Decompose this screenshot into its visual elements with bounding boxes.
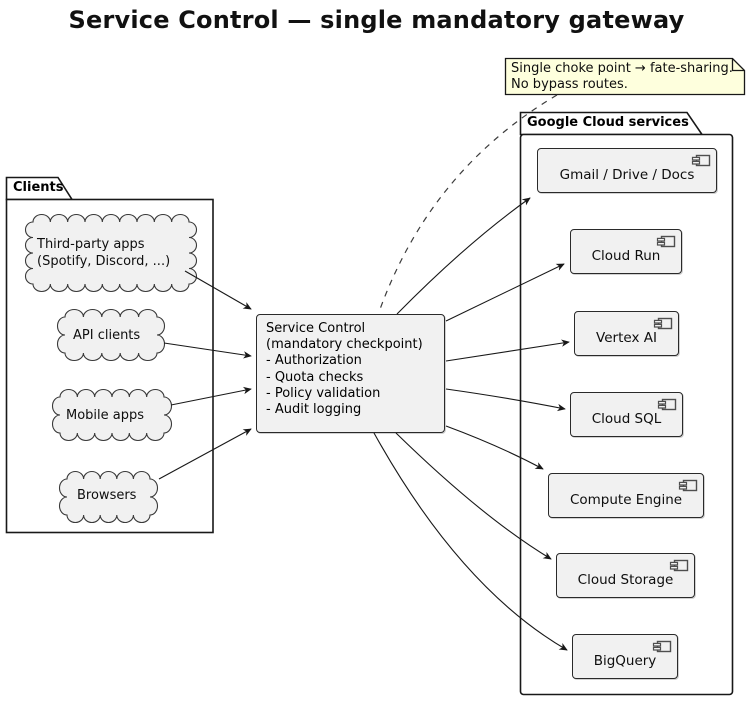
edge-gateway-to-vertex-ai	[445, 339, 570, 362]
gateway-node-service-control: Service Control (mandatory checkpoint) -…	[256, 314, 445, 433]
gateway-title-line: Service Control	[266, 321, 366, 336]
edge-gateway-to-bigquery	[373, 432, 568, 651]
service-node-vertex-ai: Vertex AI	[574, 311, 679, 356]
gateway-bullet-policy-validation: - Policy validation	[266, 385, 381, 401]
service-node-gmail-drive-docs: Gmail / Drive / Docs	[537, 148, 717, 193]
component-icon	[656, 235, 676, 248]
note-line-2: No bypass routes.	[511, 77, 628, 92]
gateway-bullet-quota-checks: - Quota checks	[266, 369, 364, 385]
gateway-bullet-audit-logging: - Audit logging	[266, 402, 362, 418]
service-node-cloud-run: Cloud Run	[570, 229, 682, 274]
service-label: BigQuery	[593, 653, 657, 669]
component-icon	[653, 317, 673, 330]
component-icon	[678, 479, 698, 492]
edge-gateway-to-compute-engine	[445, 425, 544, 470]
client-node-api-clients: API clients	[73, 328, 141, 343]
client-cloud-mobile-apps	[51, 388, 173, 442]
client-cloud-browsers	[58, 471, 159, 523]
edge-third-party-to-gateway	[184, 270, 252, 310]
client-node-third-party-apps: Third-party apps (Spotify, Discord, ...)	[37, 237, 171, 269]
note-shape	[504, 57, 746, 96]
service-node-cloud-sql: Cloud SQL	[570, 392, 683, 437]
client-cloud-third-party-apps	[25, 213, 197, 293]
service-label: Cloud SQL	[591, 411, 662, 427]
gateway-subtitle-line: (mandatory checkpoint)	[266, 337, 423, 353]
edge-mobile-apps-to-gateway	[170, 386, 252, 406]
service-label: Cloud Run	[591, 248, 661, 264]
note-single-choke-point: Single choke point → fate-sharing. No by…	[511, 61, 739, 93]
service-label: Vertex AI	[596, 330, 657, 346]
edge-api-clients-to-gateway	[163, 342, 252, 359]
package-google-label: Google Cloud services	[527, 115, 689, 130]
service-label: Gmail / Drive / Docs	[559, 167, 695, 183]
edge-gateway-to-cloud-run	[445, 263, 565, 322]
edge-gateway-to-cloud-sql	[445, 388, 566, 412]
service-node-compute-engine: Compute Engine	[548, 473, 704, 518]
edge-browsers-to-gateway	[158, 428, 252, 480]
client-node-browsers: Browsers	[77, 488, 137, 503]
client-node-mobile-apps: Mobile apps	[66, 408, 145, 423]
component-icon	[669, 559, 689, 572]
edge-note-to-gateway	[378, 94, 558, 313]
page-title: Service Control — single mandatory gatew…	[68, 6, 685, 34]
service-label: Cloud Storage	[577, 572, 674, 588]
service-node-cloud-storage: Cloud Storage	[556, 553, 695, 598]
package-clients-label: Clients	[13, 180, 64, 195]
note-fold-icon	[731, 58, 745, 72]
component-icon	[657, 398, 677, 411]
component-icon	[652, 640, 672, 653]
gateway-bullet-authorization: - Authorization	[266, 353, 362, 369]
client-cloud-api-clients	[56, 308, 166, 362]
service-label: Compute Engine	[569, 492, 683, 508]
edge-gateway-to-gmail	[396, 197, 531, 315]
note-line-1: Single choke point → fate-sharing.	[511, 61, 733, 76]
edge-gateway-to-cloud-storage	[395, 432, 552, 560]
component-icon	[691, 154, 711, 167]
service-node-bigquery: BigQuery	[572, 634, 678, 679]
